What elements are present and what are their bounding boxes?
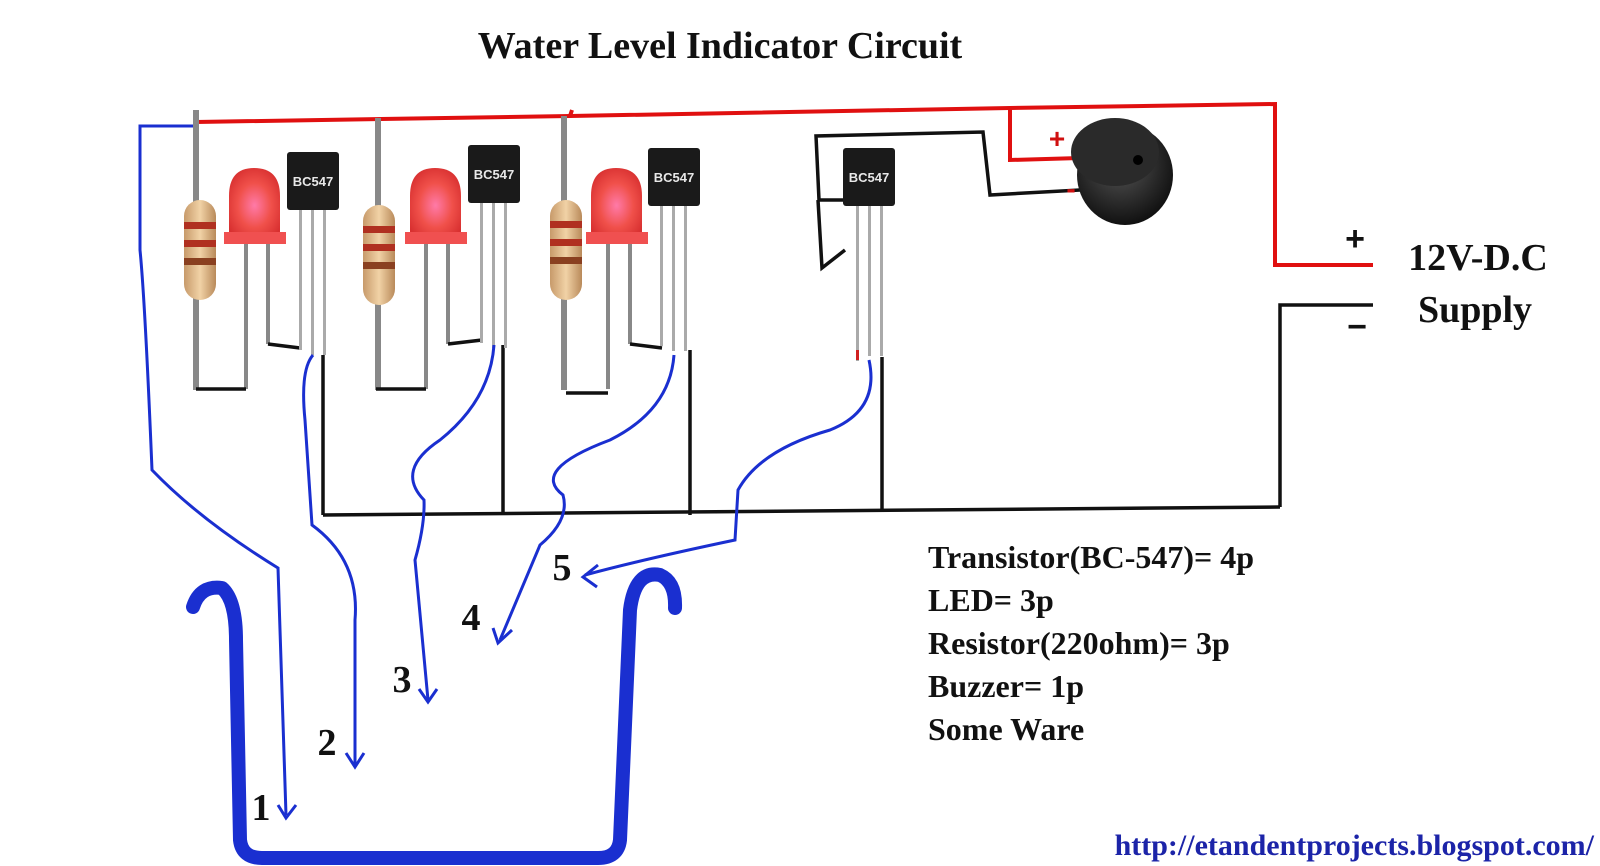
led-2 <box>405 168 467 389</box>
stage-2: BC547 <box>363 118 520 391</box>
probe-arrow-3 <box>417 688 439 705</box>
transistor-1: BC547 <box>287 152 339 355</box>
parts-list-item: Transistor(BC-547)= 4p <box>928 539 1254 575</box>
buzzer: + - <box>1049 118 1173 225</box>
buzzer-minus-sign: - <box>1066 173 1075 204</box>
probe-wire-1 <box>138 124 288 816</box>
source-url[interactable]: http://etandentprojects.blogspot.com/ <box>1115 829 1595 862</box>
transistor-2: BC547 <box>468 145 520 348</box>
parts-list: Transistor(BC-547)= 4p LED= 3p Resistor(… <box>928 539 1254 747</box>
parts-list-item: Buzzer= 1p <box>928 668 1084 704</box>
water-tank <box>186 567 683 865</box>
stage-1: BC547 <box>184 110 339 391</box>
ground-rail <box>321 303 1373 517</box>
probe-label-5: 5 <box>553 547 572 589</box>
supply-minus-sign: − <box>1347 308 1367 346</box>
transistor-2-label: BC547 <box>474 167 514 182</box>
transistor-3: BC547 <box>648 148 700 351</box>
positive-rail <box>195 101 1373 267</box>
probe-arrow-4 <box>491 627 514 646</box>
probe-label-2: 2 <box>318 722 337 764</box>
supply-voltage-label: 12V-D.C <box>1408 237 1548 279</box>
buzzer-wiring <box>814 130 1081 272</box>
diagram-title: Water Level Indicator Circuit <box>478 25 963 67</box>
parts-list-item: Resistor(220ohm)= 3p <box>928 625 1230 661</box>
transistor-4: BC547 <box>843 148 895 361</box>
resistor-3 <box>550 200 582 300</box>
probe-label-4: 4 <box>462 597 481 639</box>
transistor-1-label: BC547 <box>293 174 333 189</box>
probe-wire-5 <box>584 359 873 577</box>
resistor-1 <box>184 200 216 300</box>
supply-label: Supply <box>1418 289 1532 331</box>
probe-label-3: 3 <box>393 659 412 701</box>
parts-list-item: LED= 3p <box>928 582 1054 618</box>
parts-list-item: Some Ware <box>928 711 1084 747</box>
probe-arrow-2 <box>344 752 366 770</box>
led-3 <box>586 168 648 389</box>
resistor-2 <box>363 205 395 305</box>
stage-3: BC547 <box>550 116 700 395</box>
probe-wires <box>138 124 873 816</box>
probe-wire-4 <box>498 354 676 641</box>
probe-wire-2 <box>302 354 357 765</box>
probe-wire-3 <box>411 344 496 701</box>
transistor-4-label: BC547 <box>849 170 889 185</box>
supply-plus-sign: + <box>1345 220 1365 258</box>
probe-arrow-1 <box>276 804 298 821</box>
led-1 <box>224 168 286 389</box>
probe-label-1: 1 <box>252 787 271 829</box>
buzzer-plus-sign: + <box>1049 123 1065 154</box>
probe-arrow-5 <box>580 563 599 589</box>
probe-arrows <box>276 563 599 821</box>
transistor-3-label: BC547 <box>654 170 694 185</box>
